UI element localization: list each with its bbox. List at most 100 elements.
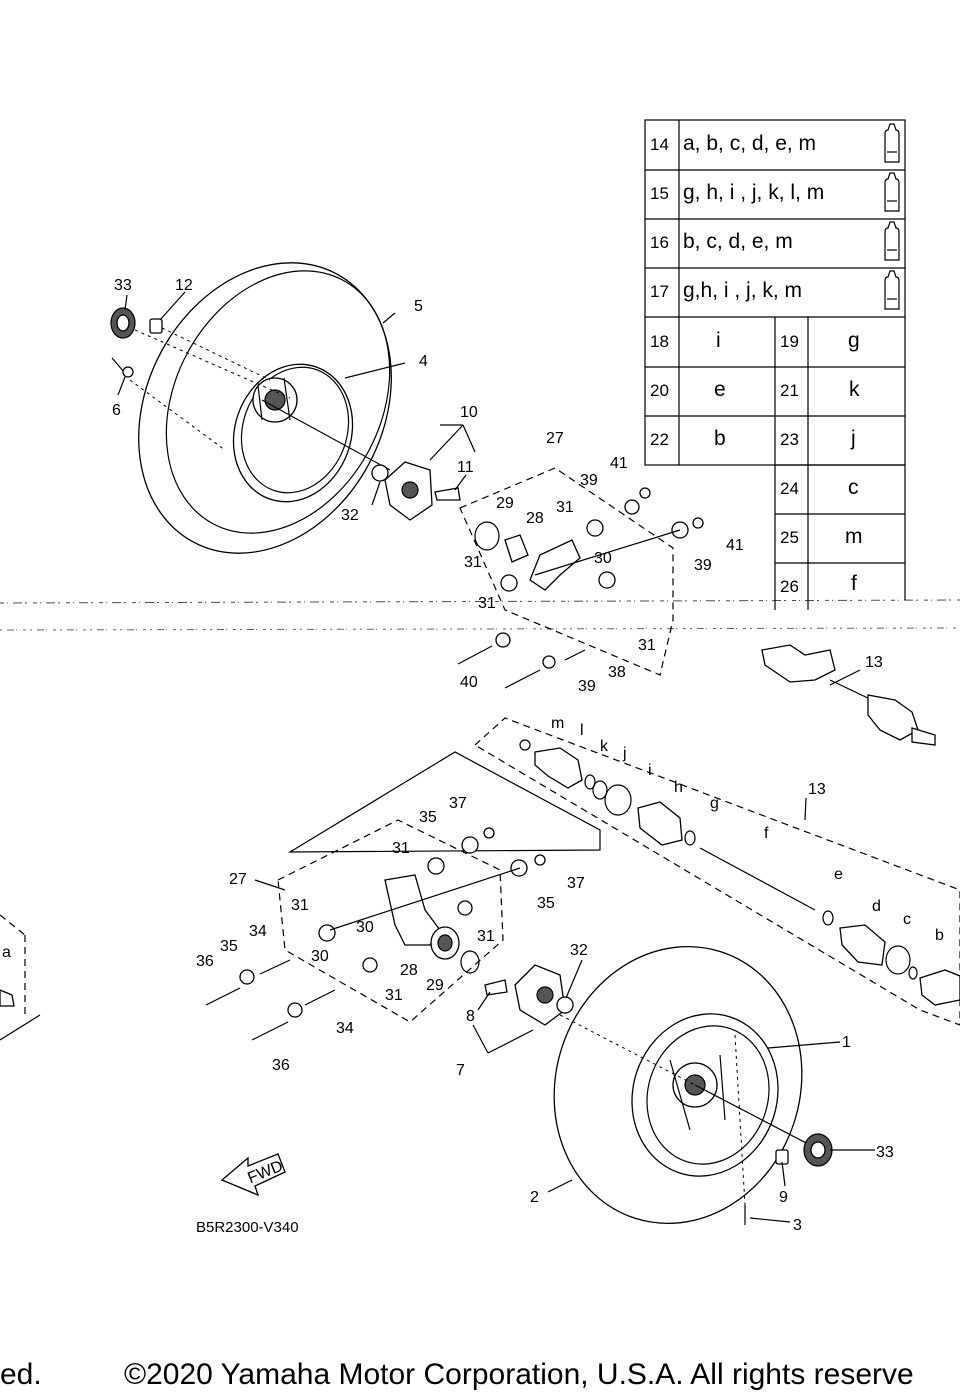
drive-shaft-lower xyxy=(473,717,960,1026)
table-letter-22: b xyxy=(714,427,726,450)
table-letters-14: a, b, c, d, e, m xyxy=(683,132,816,155)
callout-34-b: 34 xyxy=(336,1020,354,1037)
table-letter-23: j xyxy=(850,427,856,450)
table-num-25: 25 xyxy=(780,528,799,547)
callout-31-f: 31 xyxy=(477,928,495,945)
callout-32-upper: 32 xyxy=(341,507,359,524)
callout-31-h: 31 xyxy=(478,595,496,612)
callout-labels: 1 2 3 4 5 6 7 8 9 10 11 12 13 13 27 27 2… xyxy=(2,277,944,1234)
callout-39-b: 39 xyxy=(694,557,712,574)
callout-f: f xyxy=(764,825,769,842)
callout-30-a: 30 xyxy=(594,550,612,567)
callout-i: i xyxy=(648,762,652,779)
callout-32-lower: 32 xyxy=(570,942,588,959)
callout-leaders xyxy=(117,291,875,1223)
callout-13-lower: 13 xyxy=(808,781,826,798)
callout-6: 6 xyxy=(112,402,121,419)
callout-41-b: 41 xyxy=(726,537,744,554)
grease-tube-icon xyxy=(884,221,900,261)
table-num-16: 16 xyxy=(650,233,669,252)
copyright-prefix: ed. xyxy=(0,1358,42,1391)
callout-37-a: 37 xyxy=(449,795,467,812)
parts-table: 14 a, b, c, d, e, m 15 g, h, i , j, k, l… xyxy=(644,119,906,610)
callout-41-a: 41 xyxy=(610,455,628,472)
callout-30-c: 30 xyxy=(311,948,329,965)
callout-c: c xyxy=(903,911,911,928)
table-num-21: 21 xyxy=(780,381,799,400)
callout-36-b: 36 xyxy=(272,1057,290,1074)
callout-35-c: 35 xyxy=(537,895,555,912)
copyright-text: ©2020 Yamaha Motor Corporation, U.S.A. A… xyxy=(124,1358,914,1391)
callout-9: 9 xyxy=(779,1189,788,1206)
callout-3: 3 xyxy=(793,1217,802,1234)
table-letter-18: i xyxy=(716,329,721,352)
lower-wheel-assembly xyxy=(553,945,833,1225)
table-num-18: 18 xyxy=(650,332,669,351)
table-num-26: 26 xyxy=(780,577,799,596)
grease-tube-icon xyxy=(884,123,900,163)
callout-d: d xyxy=(872,898,881,915)
callout-37-b: 37 xyxy=(567,875,585,892)
table-num-20: 20 xyxy=(650,381,669,400)
table-num-17: 17 xyxy=(650,282,669,301)
grease-tube-icon xyxy=(884,172,900,212)
upper-wheel-assembly xyxy=(110,262,704,689)
callout-29-lower: 29 xyxy=(426,977,444,994)
callout-31-b: 31 xyxy=(464,554,482,571)
callout-39-a: 39 xyxy=(580,472,598,489)
table-letter-21: k xyxy=(849,378,860,401)
scan-glitch-band xyxy=(0,599,960,631)
callout-29-upper: 29 xyxy=(496,495,514,512)
callout-27-lower: 27 xyxy=(229,871,247,888)
table-num-23: 23 xyxy=(780,430,799,449)
left-edge-fragment xyxy=(0,914,41,1041)
lower-knuckle-assembly xyxy=(205,751,601,1041)
callout-7: 7 xyxy=(456,1062,465,1079)
callout-12: 12 xyxy=(175,277,193,294)
callout-40: 40 xyxy=(460,674,478,691)
table-letters-15: g, h, i , j, k, l, m xyxy=(683,181,824,204)
callout-38: 38 xyxy=(608,664,626,681)
callout-10: 10 xyxy=(460,404,478,421)
table-num-15: 15 xyxy=(650,184,669,203)
callout-8: 8 xyxy=(466,1008,475,1025)
callout-28-upper: 28 xyxy=(526,510,544,527)
callout-33-upper: 33 xyxy=(114,277,132,294)
diagram-code: B5R2300-V340 xyxy=(196,1219,299,1236)
callout-h: h xyxy=(674,779,683,796)
callout-g: g xyxy=(710,795,719,812)
callout-m: m xyxy=(551,715,564,732)
fwd-arrow-icon: FWD xyxy=(220,1153,286,1197)
callout-27-upper: 27 xyxy=(546,430,564,447)
copyright-footer: ed. ©2020 Yamaha Motor Corporation, U.S.… xyxy=(0,1352,960,1398)
callout-33-lower: 33 xyxy=(876,1144,894,1161)
callout-1: 1 xyxy=(842,1034,851,1051)
table-num-22: 22 xyxy=(650,430,669,449)
table-letter-20: e xyxy=(714,378,726,401)
drive-shaft-upper xyxy=(761,644,936,746)
callout-31-c: 31 xyxy=(638,637,656,654)
callout-39-c: 39 xyxy=(578,678,596,695)
callout-k: k xyxy=(600,738,609,755)
callout-11: 11 xyxy=(457,459,474,476)
table-letter-26: f xyxy=(851,572,857,595)
callout-2: 2 xyxy=(530,1189,539,1206)
callout-31-d: 31 xyxy=(392,840,410,857)
callout-31-a: 31 xyxy=(556,499,574,516)
table-num-14: 14 xyxy=(650,135,669,154)
callout-a: a xyxy=(2,944,11,961)
table-num-19: 19 xyxy=(780,332,799,351)
grease-tube-icon xyxy=(884,270,900,310)
table-letter-24: c xyxy=(848,476,859,499)
callout-36-a: 36 xyxy=(196,953,214,970)
callout-31-g: 31 xyxy=(385,987,403,1004)
callout-35-b: 35 xyxy=(220,938,238,955)
hub-upper xyxy=(371,461,461,521)
callout-b: b xyxy=(935,927,944,944)
callout-e: e xyxy=(834,866,843,883)
callout-5: 5 xyxy=(414,298,423,315)
callout-j: j xyxy=(622,745,627,762)
callout-l: l xyxy=(580,722,584,739)
table-num-24: 24 xyxy=(780,479,799,498)
